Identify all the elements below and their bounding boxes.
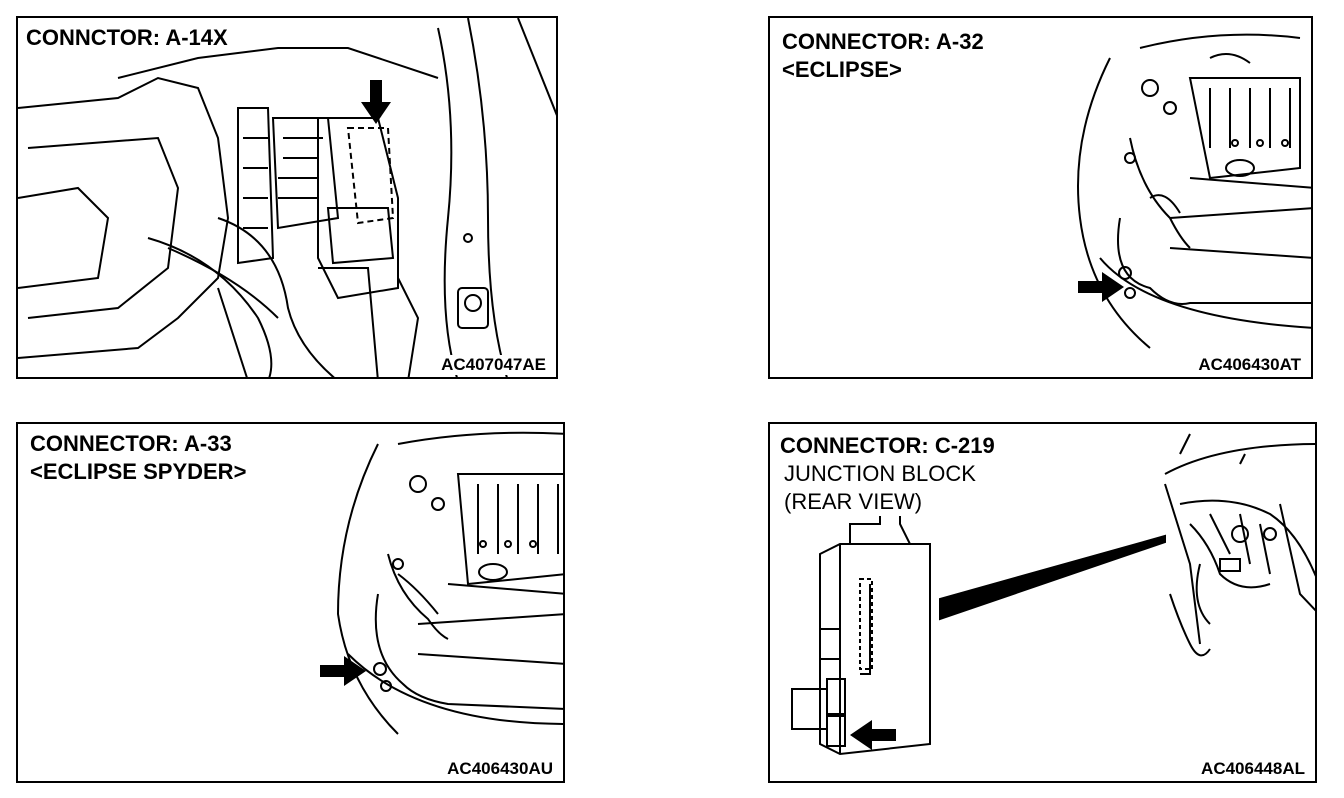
figure-code: AC406430AU xyxy=(445,759,555,779)
model-label: <ECLIPSE SPYDER> xyxy=(30,459,247,484)
connector-title: CONNECTOR: C-219 JUNCTION BLOCK (REAR VI… xyxy=(778,432,997,516)
connector-title: CONNECTOR: A-32 <ECLIPSE> xyxy=(780,28,986,84)
connector-label: CONNECTOR: A-33 xyxy=(30,431,232,456)
figure-code: AC406448AL xyxy=(1199,759,1307,779)
location-arrow-icon xyxy=(1078,272,1124,302)
location-arrow-icon xyxy=(850,720,896,750)
engine-bay-illustration xyxy=(18,18,556,377)
connector-label: CONNECTOR: C-219 xyxy=(780,433,995,458)
figure-code: AC407047AE xyxy=(439,355,548,375)
location-arrow-icon xyxy=(320,656,366,686)
connector-panel-a14x: CONNCTOR: A-14X AC407047AE xyxy=(16,16,558,379)
connector-label: CONNECTOR: A-32 xyxy=(782,29,984,54)
model-label: <ECLIPSE> xyxy=(782,57,902,82)
view-label: (REAR VIEW) xyxy=(784,489,923,514)
connector-title: CONNCTOR: A-14X xyxy=(24,24,230,52)
connector-title: CONNECTOR: A-33 <ECLIPSE SPYDER> xyxy=(28,430,249,486)
figure-code: AC406430AT xyxy=(1196,355,1303,375)
connector-label: CONNCTOR: A-14X xyxy=(26,25,228,50)
connector-panel-a33: CONNECTOR: A-33 <ECLIPSE SPYDER> AC40643… xyxy=(16,422,565,783)
engine-bay-illustration xyxy=(1077,33,1311,349)
engine-bay-illustration xyxy=(336,431,563,735)
location-arrow-icon xyxy=(361,80,391,124)
junction-block-illustration xyxy=(791,433,1315,756)
component-label: JUNCTION BLOCK xyxy=(784,461,976,486)
connector-panel-c219: CONNECTOR: C-219 JUNCTION BLOCK (REAR VI… xyxy=(768,422,1317,783)
connector-panel-a32: CONNECTOR: A-32 <ECLIPSE> AC406430AT xyxy=(768,16,1313,379)
